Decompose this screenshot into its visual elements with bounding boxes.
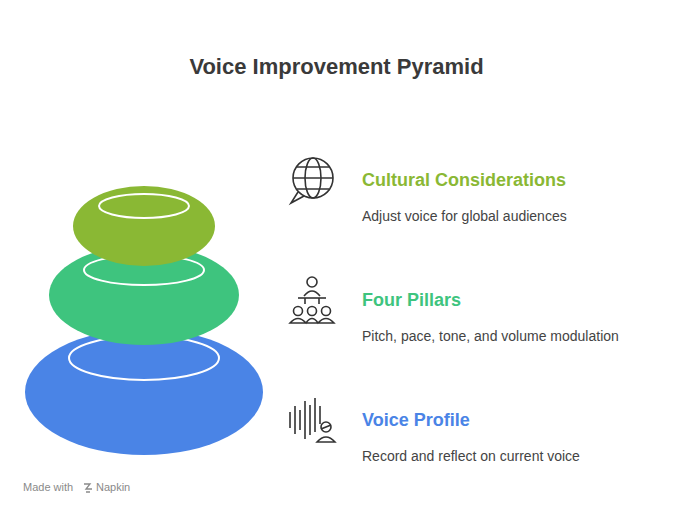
layer-heading: Four Pillars [362,289,662,311]
napkin-logo [84,484,92,492]
watermark-text: Made with [23,481,73,493]
layer-entry: Cultural ConsiderationsAdjust voice for … [362,169,662,225]
layer-entry: Voice ProfileRecord and reflect on curre… [362,409,662,465]
top-layer [73,186,215,266]
globe-icon [291,158,333,203]
people-icon [290,277,334,323]
layer-heading: Cultural Considerations [362,169,662,191]
voice-wave-icon [290,398,335,442]
layer-description: Pitch, pace, tone, and volume modulation [362,327,662,345]
bottom-layer [25,329,263,455]
layer-entry: Four PillarsPitch, pace, tone, and volum… [362,289,662,345]
layer-description: Record and reflect on current voice [362,447,662,465]
diagram-title: Voice Improvement Pyramid [0,54,673,80]
layer-description: Adjust voice for global audiences [362,207,662,225]
watermark-text: Napkin [96,481,130,493]
layer-heading: Voice Profile [362,409,662,431]
